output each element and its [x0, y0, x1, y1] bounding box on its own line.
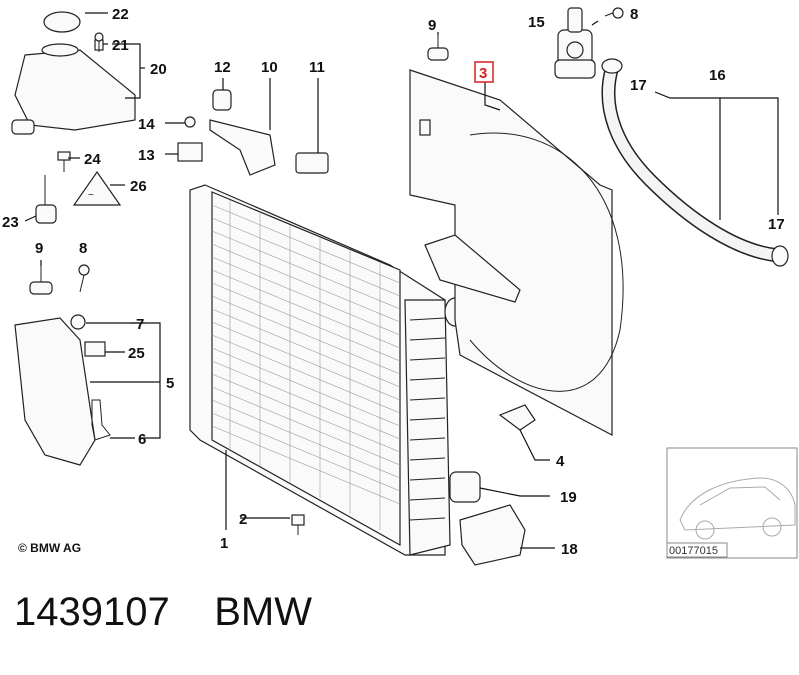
callout-1: 1	[220, 535, 228, 552]
small-parts: ~	[14, 7, 624, 566]
car-thumbnail: 00177015	[666, 447, 798, 559]
thumbnail-code: 00177015	[669, 545, 718, 557]
callout-6: 6	[138, 431, 146, 448]
fan-shroud	[409, 69, 624, 436]
expansion-tank	[11, 11, 136, 135]
brand-name: BMW	[214, 590, 312, 634]
callout-9-top: 9	[428, 17, 436, 34]
callout-9-left: 9	[35, 240, 43, 257]
callout-11: 11	[309, 59, 325, 76]
part-number-caption: 1439107 BMW	[14, 590, 312, 635]
callout-17-bottom: 17	[768, 216, 785, 233]
callout-25: 25	[128, 345, 145, 362]
callout-26: 26	[130, 178, 147, 195]
callout-labels: 22 21 20 24 26 23 9 8 7 25 5 6 12 10 11 …	[2, 6, 785, 558]
callout-3-box	[474, 61, 494, 83]
callout-19: 19	[560, 489, 577, 506]
callout-22: 22	[112, 6, 129, 23]
callout-21: 21	[112, 37, 129, 54]
svg-text:~: ~	[88, 190, 94, 201]
callout-14: 14	[138, 116, 155, 133]
callout-8-left: 8	[79, 240, 87, 257]
callout-2: 2	[239, 511, 247, 528]
copyright-label: © BMW AG	[18, 541, 82, 555]
callout-18: 18	[561, 541, 578, 558]
coolant-hose	[601, 58, 789, 267]
callout-17-top: 17	[630, 77, 647, 94]
callout-8-top: 8	[630, 6, 638, 23]
radiator	[189, 184, 466, 556]
cap	[43, 11, 81, 33]
callout-23: 23	[2, 214, 19, 231]
callout-4: 4	[556, 453, 565, 470]
callout-12: 12	[214, 59, 231, 76]
callout-15: 15	[528, 14, 545, 31]
leader-lines	[24, 12, 779, 549]
callout-13: 13	[138, 147, 155, 164]
callout-24: 24	[84, 151, 101, 168]
callout-20: 20	[150, 61, 167, 78]
part-number: 1439107	[14, 590, 170, 634]
thermostat-housing	[554, 7, 596, 79]
callout-7: 7	[136, 316, 144, 333]
callout-10: 10	[261, 59, 278, 76]
callout-5: 5	[166, 375, 174, 392]
callout-3: 3	[479, 65, 487, 82]
callout-16: 16	[709, 67, 726, 84]
